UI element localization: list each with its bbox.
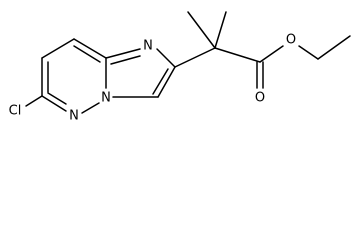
bond-c6-cl <box>25 95 43 107</box>
bond-n-bottom-c6-inner <box>47 92 67 105</box>
ester-oxygen-label: O <box>286 33 296 48</box>
bond-o-ch2 <box>298 45 319 60</box>
bond-c8a-n-top <box>105 48 141 59</box>
bond-c4-c8a <box>73 38 107 59</box>
bond-n-bottom-c6 <box>41 95 67 112</box>
bond-cq-methyl-right <box>214 11 227 49</box>
chemical-structure-diagram: Cl N N N O O <box>9 11 351 124</box>
ring-nitrogen-bottom-label: N <box>69 109 79 124</box>
bond-c2-c3-inner <box>152 68 169 95</box>
bond-n-bridge-n-bottom <box>81 102 100 114</box>
bond-carbonyl-o-ester <box>259 45 284 63</box>
ester-side-chain <box>174 11 351 89</box>
ring-nitrogen-bridge-label: N <box>101 91 111 106</box>
bond-cq-methyl-left <box>187 11 216 49</box>
pyridazine-ring <box>25 38 107 114</box>
bond-c4-c8a-inner <box>73 45 101 63</box>
imidazole-ring <box>105 48 176 98</box>
carbonyl-oxygen-label: O <box>255 91 265 106</box>
bond-n-top-c2 <box>156 48 176 68</box>
bond-c5-c4 <box>41 38 75 59</box>
bond-c2-c3 <box>157 66 176 98</box>
chlorine-atom-label: Cl <box>9 104 22 119</box>
bond-ch2-ch3 <box>317 35 351 60</box>
bond-c8a-n-top-inner <box>110 55 141 65</box>
bond-c2-cq <box>174 47 216 68</box>
ring-nitrogen-top-label: N <box>143 39 153 54</box>
bond-cq-carbonyl <box>214 47 261 63</box>
